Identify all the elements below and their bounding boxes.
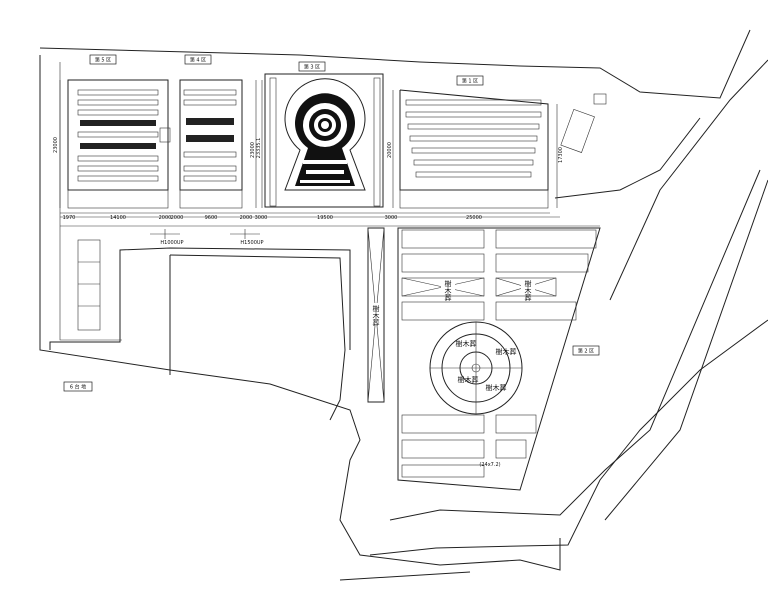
dim-v-23000-left: 23000 bbox=[53, 137, 59, 153]
tree-burial-ring-ll: 樹木葬 bbox=[458, 375, 479, 384]
area-4-grave-rows bbox=[183, 89, 237, 182]
area-4-block bbox=[159, 79, 243, 209]
tree-burial-left-label: 樹木葬 bbox=[444, 279, 452, 302]
elevation-h1000: H1000UP bbox=[160, 240, 183, 246]
dim-2000-c: 2000 bbox=[240, 215, 253, 221]
dim-3000-b: 3000 bbox=[385, 215, 398, 221]
tree-burial-corridor bbox=[367, 227, 385, 403]
area-1-block bbox=[399, 89, 549, 209]
area-5-block bbox=[67, 79, 169, 209]
area-label-plateau: 6 台 地 bbox=[70, 384, 86, 391]
area-label-5: 第 5 区 bbox=[95, 57, 111, 64]
tree-burial-ring-ul: 樹木葬 bbox=[456, 339, 477, 348]
elevation-markers: H1000UP H1500UP bbox=[150, 229, 264, 246]
area-2-grave-rows bbox=[401, 229, 597, 478]
dim-19500: 19500 bbox=[317, 215, 333, 221]
area-label-4: 第 4 区 bbox=[190, 57, 206, 64]
tree-burial-ring-lr: 樹木葬 bbox=[486, 383, 507, 392]
dim-v-23335: 23335.1 bbox=[256, 138, 262, 159]
area-5-grave-rows bbox=[77, 89, 159, 182]
dim-25000: 25000 bbox=[466, 215, 482, 221]
dim-1970: 1970 bbox=[63, 215, 76, 221]
dim-2000-b: 2000 bbox=[171, 215, 184, 221]
area-label-2: 第 2 区 bbox=[578, 348, 594, 355]
dim-v-20000: 20000 bbox=[387, 142, 393, 158]
small-note: (24x7.2) bbox=[479, 462, 500, 468]
dim-14100: 14100 bbox=[110, 215, 126, 221]
tree-burial-right-label: 樹木葬 bbox=[524, 279, 532, 302]
area-3-keyhole bbox=[264, 73, 384, 208]
dim-9600: 9600 bbox=[205, 215, 218, 221]
dim-3000-a: 3000 bbox=[255, 215, 268, 221]
west-lot-block bbox=[77, 239, 101, 331]
dimension-line-vertical: 23000 23000 23335.1 20000 17300 bbox=[53, 80, 564, 208]
tree-burial-corridor-label: 樹木葬 bbox=[372, 304, 380, 327]
dim-v-17300: 17300 bbox=[558, 147, 564, 163]
area-label-1: 第 1 区 bbox=[462, 78, 478, 85]
dimension-line-horizontal: 1970 14100 2000 2000 9600 2000 3000 1950… bbox=[60, 212, 550, 221]
area-labels: 第 5 区 第 4 区 第 3 区 第 1 区 第 2 区 6 台 地 bbox=[63, 54, 600, 392]
elevation-h1500: H1500UP bbox=[240, 240, 263, 246]
dim-2000-a: 2000 bbox=[159, 215, 172, 221]
area-2-block bbox=[397, 227, 601, 491]
tree-burial-ring-ur: 樹木葬 bbox=[496, 347, 517, 356]
dim-v-23000-mid: 23000 bbox=[250, 142, 256, 158]
site-boundary bbox=[39, 29, 768, 581]
area-1-grave-rows bbox=[405, 99, 542, 178]
tree-burial-labels: 樹木葬 樹木葬 樹木葬 樹木葬 樹木葬 樹木葬 樹木葬 bbox=[372, 279, 535, 392]
area-label-3: 第 3 区 bbox=[304, 64, 320, 71]
